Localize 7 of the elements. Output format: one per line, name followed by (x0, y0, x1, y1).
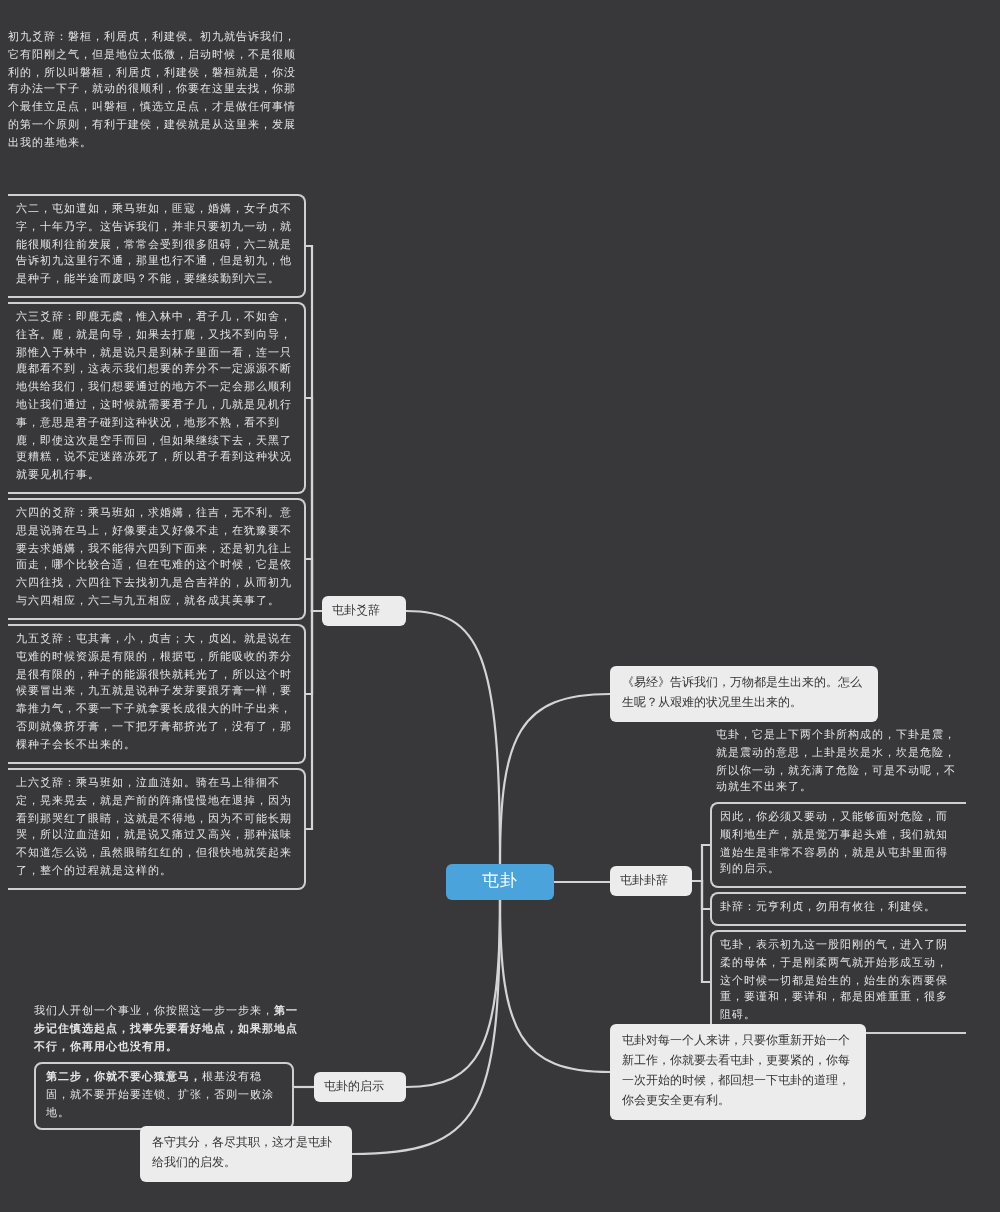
connector (294, 1085, 314, 1089)
connector (498, 900, 611, 1074)
central-topic: 屯卦 (446, 864, 554, 900)
connector (554, 880, 610, 884)
connector (692, 879, 710, 984)
connector (306, 609, 322, 831)
connector (498, 692, 611, 864)
